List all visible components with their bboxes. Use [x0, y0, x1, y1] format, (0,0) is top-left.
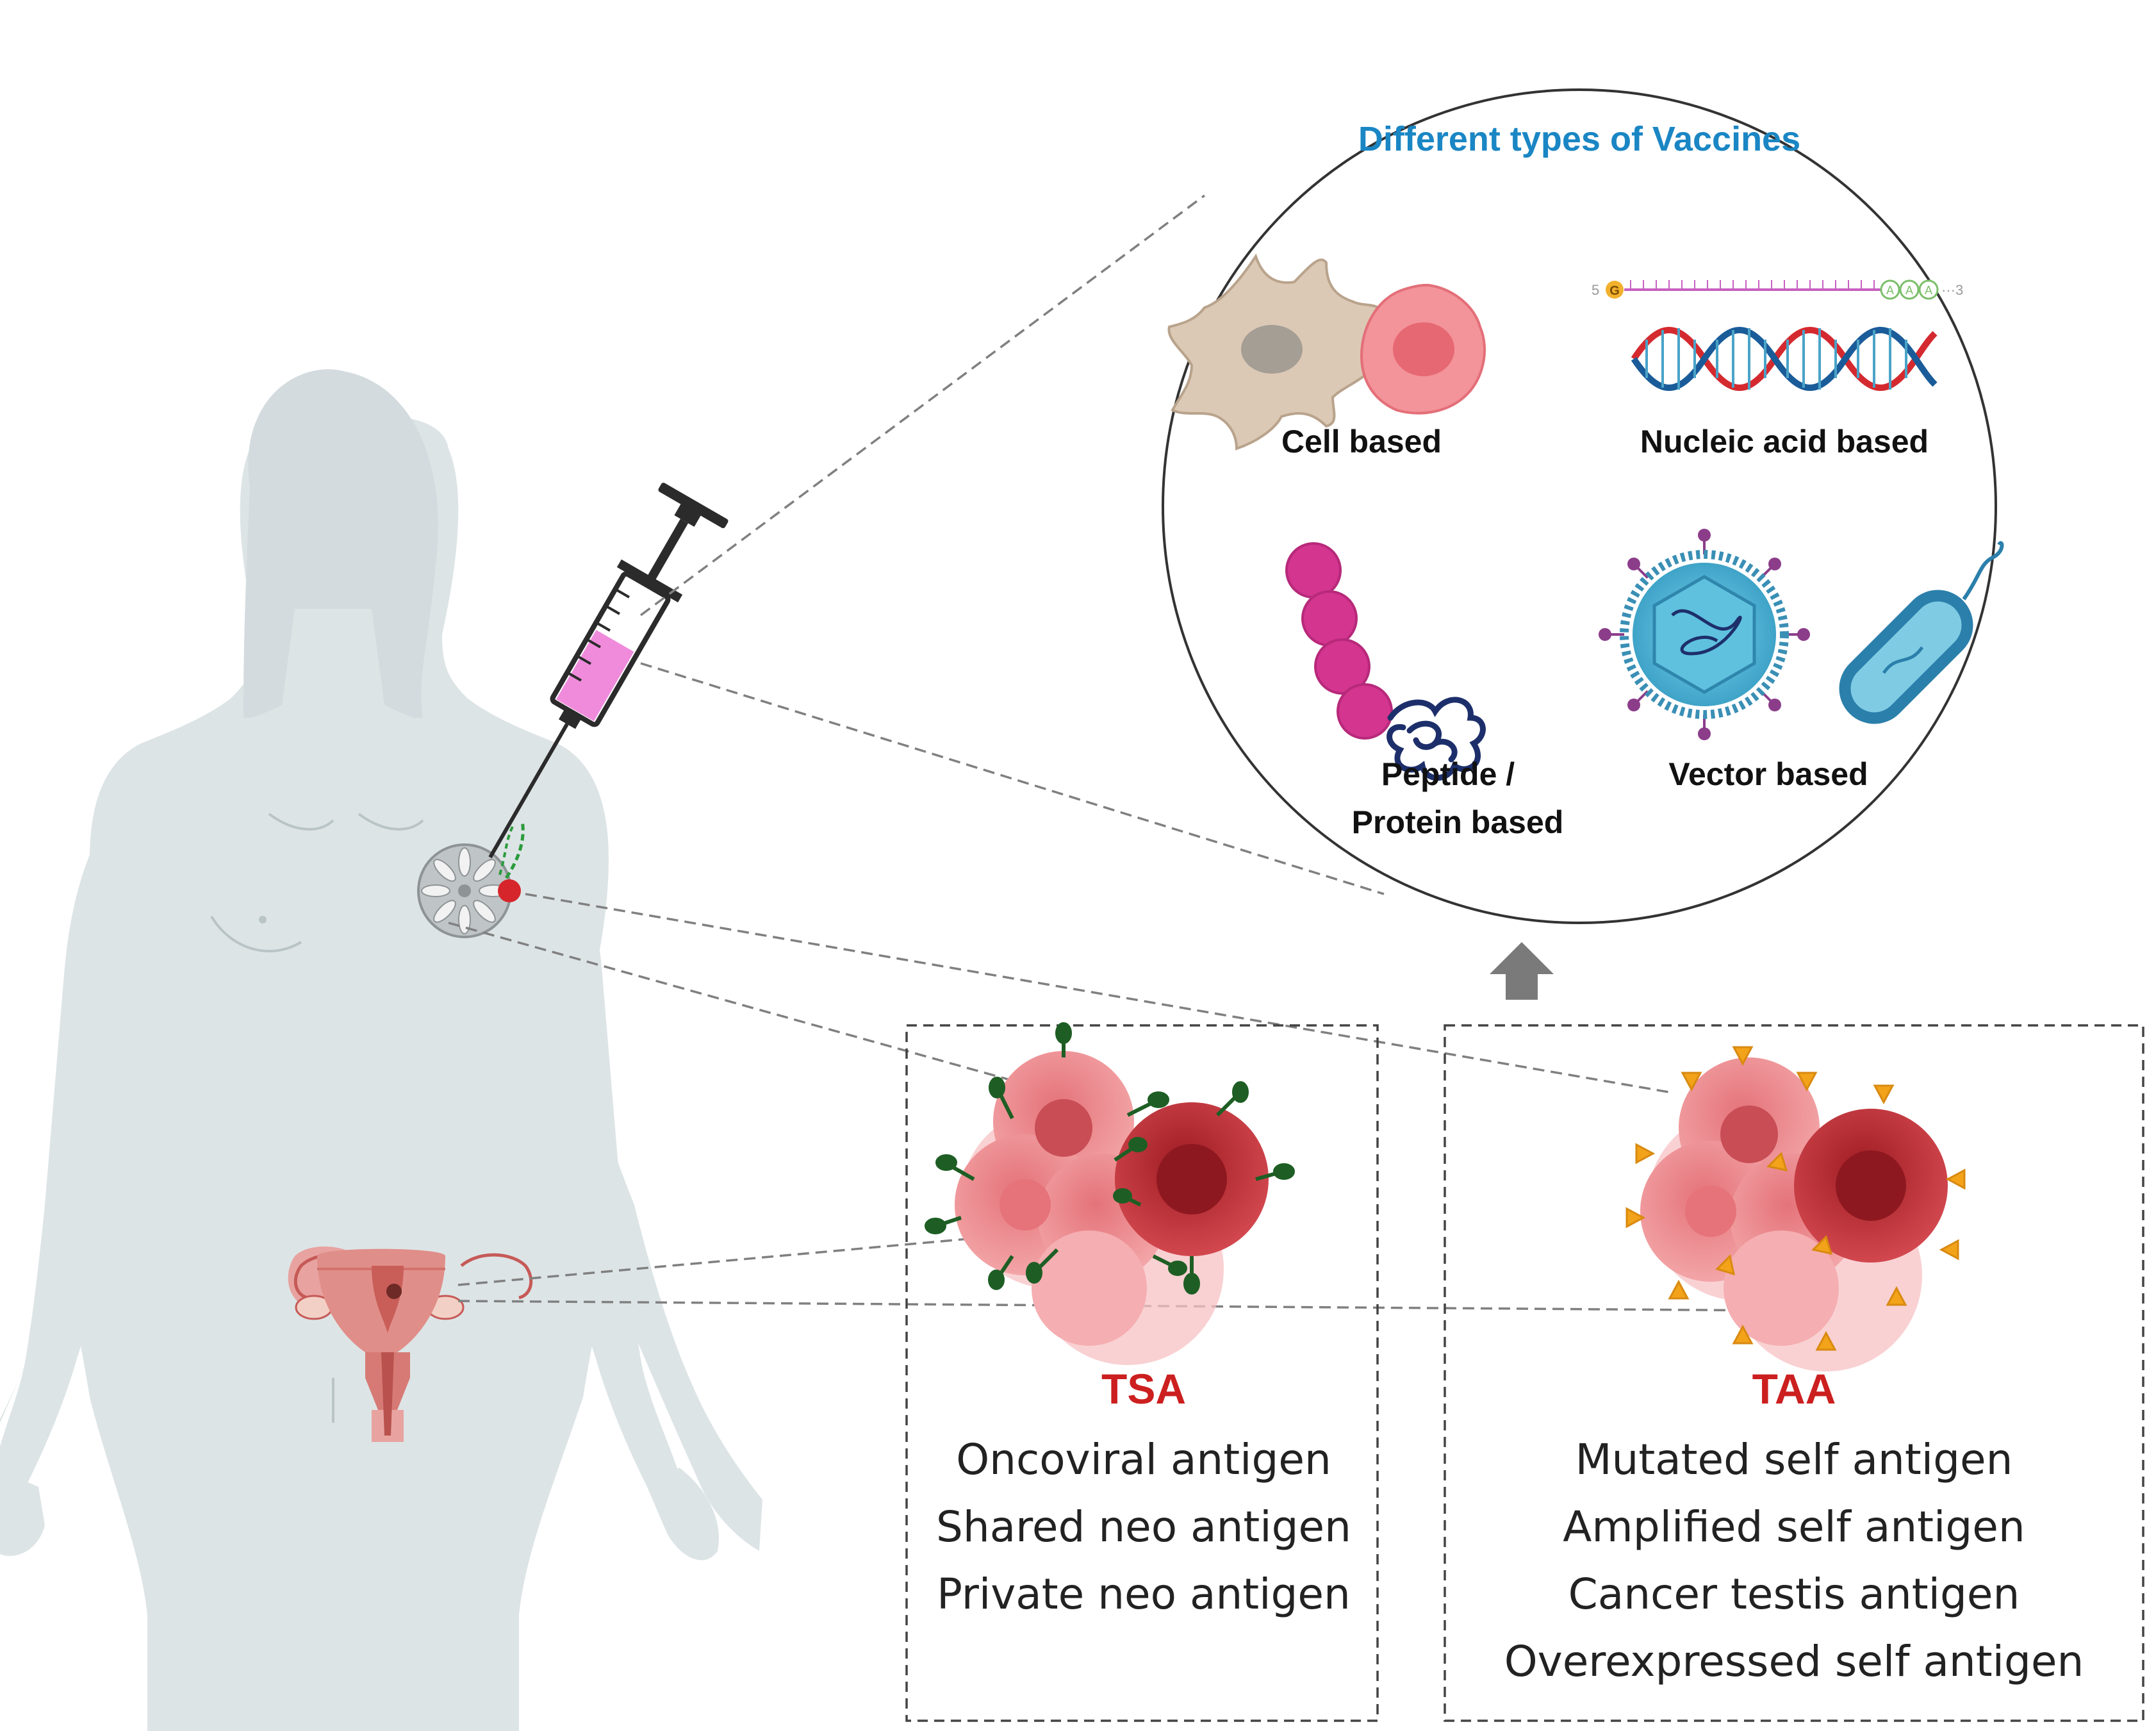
svg-text:···3: ···3 [1941, 282, 1963, 298]
mrna-strand-icon: 5 G A A A ···3 [1592, 279, 1963, 300]
breast-tissue-icon [417, 820, 525, 938]
peptide-chain-icon [1285, 542, 1486, 781]
dendritic-cell-icon [1167, 253, 1386, 451]
connector-lines [448, 194, 1782, 1312]
tsa-title: TSA [1101, 1365, 1186, 1412]
human-body-silhouette [0, 369, 762, 1731]
tsa-item-1: Shared neo antigen [936, 1502, 1351, 1552]
taa-item-1: Amplified self antigen [1563, 1502, 2025, 1552]
tumor-cell-icon [1360, 283, 1486, 415]
taa-item-3: Overexpressed self antigen [1504, 1637, 2084, 1686]
nucleic-acid-based-label: Nucleic acid based [1640, 424, 1929, 460]
svg-text:A: A [1886, 284, 1894, 297]
uterus-icon [288, 1246, 533, 1442]
svg-text:A: A [1905, 284, 1913, 297]
viral-vector-icon [1599, 529, 1810, 740]
tsa-tumor-cluster [925, 1022, 1295, 1365]
taa-item-2: Cancer testis antigen [1568, 1569, 2020, 1619]
tsa-item-2: Private neo antigen [937, 1569, 1351, 1619]
tsa-item-0: Oncoviral antigen [956, 1435, 1331, 1484]
cell-based-label: Cell based [1281, 424, 1442, 460]
bacterium-icon [1839, 541, 2004, 724]
tsa-panel: TSA Oncoviral antigen Shared neo antigen… [905, 1022, 1379, 1722]
vector-based-label: Vector based [1668, 756, 1868, 792]
peptide-label-line2: Protein based [1352, 804, 1564, 840]
vaccine-types-panel: Different types of Vaccines Cell based 5… [1162, 88, 2004, 924]
svg-text:5: 5 [1592, 282, 1599, 298]
up-arrow-icon [1490, 942, 1554, 1000]
taa-item-0: Mutated self antigen [1576, 1435, 2013, 1484]
taa-tumor-cluster [1625, 1046, 1966, 1371]
svg-text:A: A [1925, 284, 1932, 297]
peptide-label-line1: Peptide / [1381, 756, 1515, 792]
svg-text:G: G [1609, 284, 1620, 298]
vaccine-panel-title: Different types of Vaccines [1358, 120, 1800, 158]
syringe-icon [488, 483, 728, 859]
taa-panel: TAA Mutated self antigen Amplified self … [1444, 1024, 2144, 1722]
taa-title: TAA [1752, 1365, 1836, 1412]
dna-helix-icon [1631, 327, 1938, 391]
